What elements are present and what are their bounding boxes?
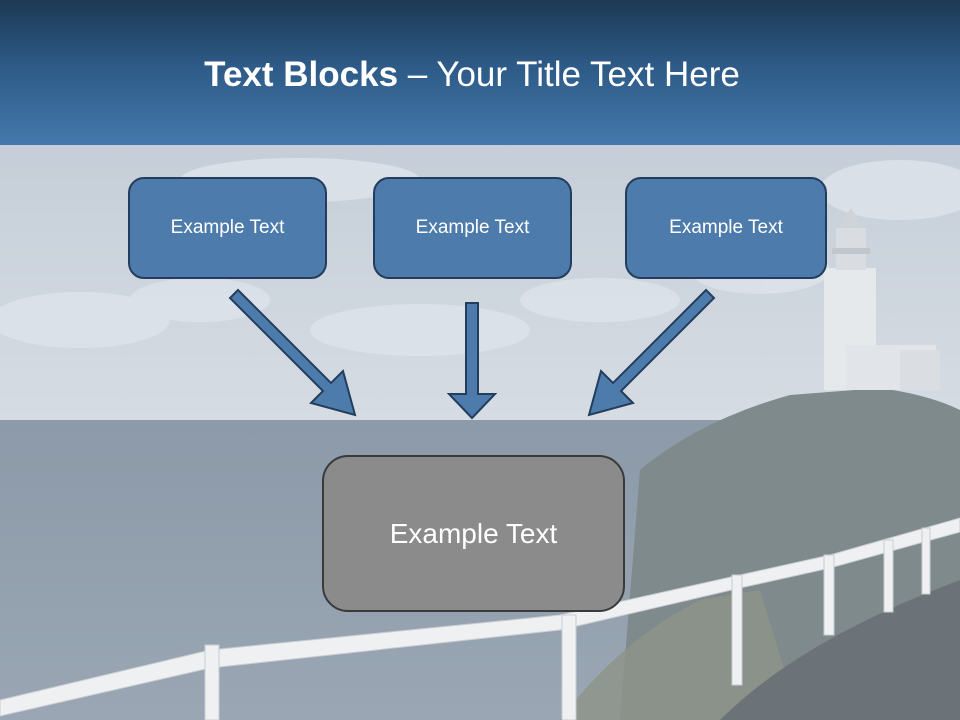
title-band (0, 0, 960, 145)
arrow-center-down (446, 302, 498, 420)
text-block-3[interactable]: Example Text (625, 177, 827, 279)
text-block-2[interactable]: Example Text (373, 177, 572, 279)
text-block-2-label: Example Text (415, 217, 530, 238)
fence (0, 517, 960, 720)
arrow-left-diagonal (228, 288, 357, 417)
text-block-1[interactable]: Example Text (128, 177, 327, 279)
arrow-right-diagonal (587, 288, 716, 417)
road (720, 580, 960, 720)
title-rest-part: – Your Title Text Here (398, 55, 740, 94)
lighthouse (824, 208, 940, 390)
text-block-bottom[interactable]: Example Text (322, 455, 625, 612)
text-block-1-label: Example Text (170, 217, 285, 238)
slide-title: Text Blocks – Your Title Text Here (0, 52, 944, 98)
title-bold-part: Text Blocks (204, 55, 399, 94)
text-block-3-label: Example Text (669, 217, 783, 238)
text-block-bottom-label: Example Text (389, 517, 558, 549)
